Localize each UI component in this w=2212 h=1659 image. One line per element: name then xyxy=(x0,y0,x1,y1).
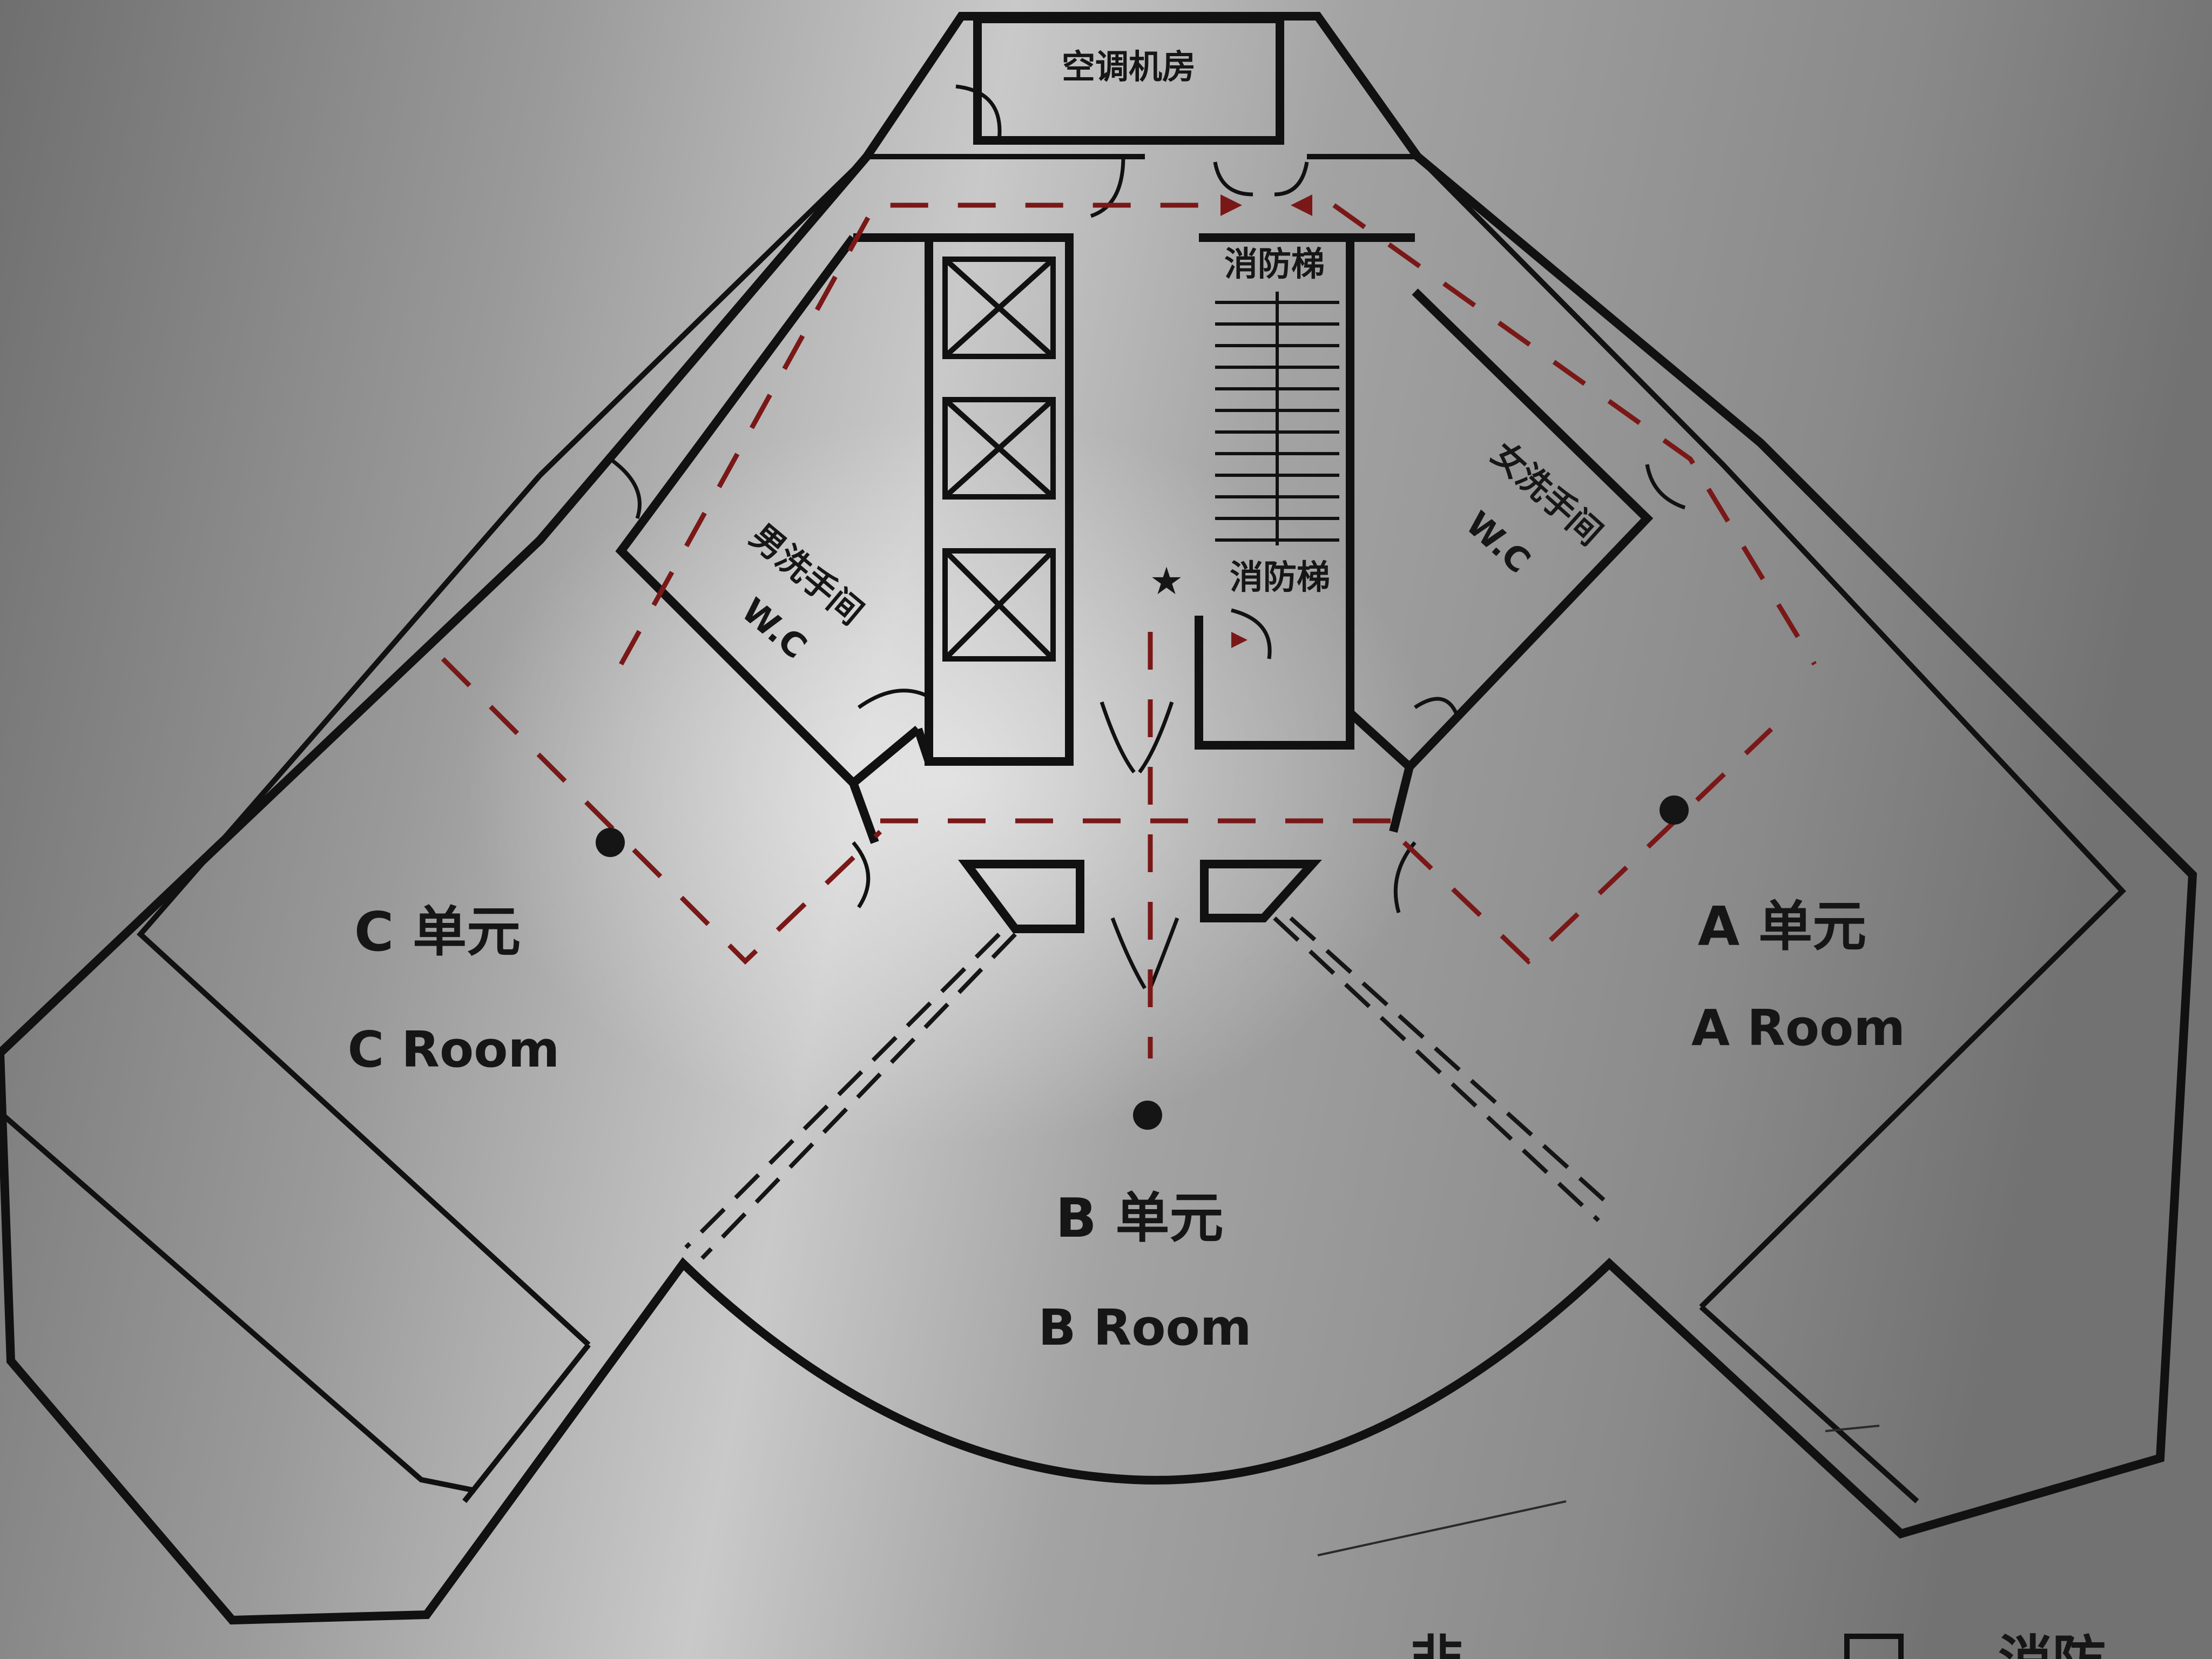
passage-lines xyxy=(684,916,1616,1260)
room-b-label-cn: B 单元 xyxy=(1055,1186,1223,1250)
room-c-label-cn: C 单元 xyxy=(354,900,521,963)
lobby-right-wall xyxy=(1389,766,1414,833)
inner-wall-left-wing xyxy=(137,154,1145,1503)
room-a-label-cn: A 单元 xyxy=(1698,895,1866,958)
ac-room-box xyxy=(973,15,1284,145)
fire-stair-wall xyxy=(1195,233,1354,750)
location-dot-a xyxy=(1660,795,1689,825)
door-swings xyxy=(609,84,1686,989)
inner-wall-right-wing xyxy=(1307,154,2126,1503)
location-dot-b xyxy=(1133,1101,1162,1130)
room-b-label-en: B Room xyxy=(1038,1299,1251,1357)
elevator-car-2 xyxy=(942,397,1056,500)
location-dot-c xyxy=(596,828,625,857)
room-c-label-en: C Room xyxy=(348,1021,560,1078)
male-washroom-wall xyxy=(615,233,929,789)
bottom-partial-text-left: 非 xyxy=(1410,1629,1464,1659)
stair-steps xyxy=(1215,292,1339,545)
room-a-label-en: A Room xyxy=(1691,999,1905,1057)
surface-scratch xyxy=(1317,1425,1880,1556)
lobby-left-wall xyxy=(849,727,933,844)
evacuation-route xyxy=(441,203,1817,1058)
bottom-partial-text-right: 消防 xyxy=(1998,1629,2106,1659)
ac-room-label: 空调机房 xyxy=(1062,47,1196,86)
fire-stair-label-top: 消防梯 xyxy=(1224,244,1325,284)
fire-stair-label-bottom: 消防梯 xyxy=(1230,557,1330,597)
bottom-legend-icon xyxy=(1844,1634,1904,1659)
lobby-left-block xyxy=(958,860,1084,933)
female-washroom-wall xyxy=(1347,233,1654,773)
outer-wall-outline xyxy=(0,12,2197,1625)
left-lower-wall xyxy=(0,1110,476,1493)
elevator-shaft-wall xyxy=(925,233,1074,766)
elevator-car-1 xyxy=(942,257,1056,359)
elevator-car-3 xyxy=(942,548,1056,662)
lobby-right-block xyxy=(1200,860,1322,922)
route-arrows xyxy=(1220,194,1312,648)
you-are-here-star: ★ xyxy=(1150,559,1184,603)
